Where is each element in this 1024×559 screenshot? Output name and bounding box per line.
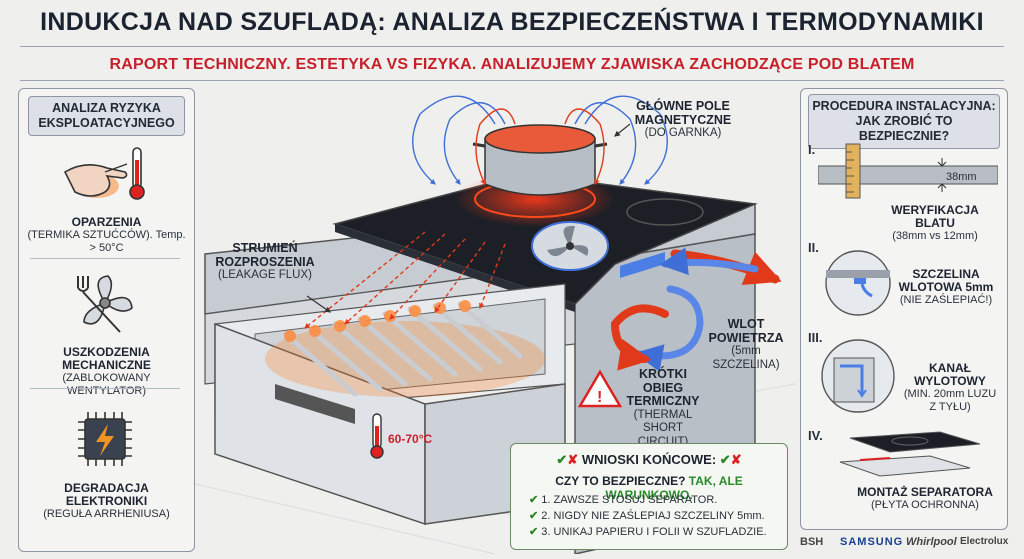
separator-plate-icon [839,431,981,477]
risk-panel [18,88,195,552]
leakage-desc: (LEAKAGE FLUX) [218,269,312,281]
check-icon: ✔ [719,452,731,467]
brand-logo: Whirlpool [906,536,957,548]
brand-logo: Electrolux [960,536,1009,547]
exhaust-channel-icon [821,339,895,413]
page-title: INDUKCJA NAD SZUFLADĄ: ANALIZA BEZPIECZE… [40,8,984,36]
step-verify-countertop: WERYFIKACJA BLATU (38mm vs 12mm) [870,204,1000,243]
risk-electronics-desc: (REGUŁA ARRHENIUSA) [43,508,170,520]
subtitle-divider [20,80,1004,81]
list-item: 2. NIGDY NIE ZAŚLEPIAJ SZCZELINY 5mm. [529,508,767,524]
step-number: IV. [808,428,823,443]
risk-mechanical-desc: (ZABLOKOWANY WENTYLATOR) [62,372,151,397]
step-separator: MONTAŻ SEPARATORA (PŁYTA OCHRONNA) [850,486,1000,512]
procedure-panel-title: PROCEDURA INSTALACYJNA: JAK ZROBIĆ TO BE… [808,94,1000,149]
step-title: KANAŁ WYLOTOWY [914,361,986,388]
svg-text:!: ! [597,389,602,406]
step-intake-slot: SZCZELINA WLOTOWA 5mm (NIE ZAŚLEPIAĆ!) [894,268,998,307]
risk-panel-title: ANALIZA RYZYKA EKSPLOATACYJNEGO [28,96,185,136]
procedure-panel [800,88,1008,530]
risk-divider [30,388,180,389]
short-cycle-title: KRÓTKI OBIEG TERMICZNY [626,367,700,408]
step-number: III. [808,330,823,345]
drawer-temperature: 60-70°C [388,432,433,446]
intake-callout: WLOT POWIETRZA (5mm SZCZELINA) [700,317,792,372]
risk-electronics: DEGRADACJA ELEKTRONIKI (REGUŁA ARRHENIUS… [24,482,189,521]
risk-mechanical-title: USZKODZENIA MECHANICZNE [62,345,151,372]
intake-slot-icon [825,250,891,316]
short-cycle-callout: KRÓTKI OBIEG TERMICZNY (THERMAL SHORT CI… [618,367,708,449]
check-icon: ✔ [556,452,568,467]
cross-icon: ✘ [567,452,579,467]
conclusions-header: ✔✘ WNIOSKI KOŃCOWE: ✔✘ [511,452,787,468]
chip-icon [78,412,132,466]
step-desc: (MIN. 20mm LUZU Z TYŁU) [903,388,997,413]
burn-hand-icon [63,147,145,200]
title-divider [20,46,1004,47]
conclusions-list: 1. ZAWSZE STOSUJ SEPARATOR. 2. NIGDY NIE… [529,492,767,540]
risk-burns-desc: (TERMIKA SZTUĆCÓW). Temp. > 50°C [27,229,186,254]
leakage-callout: STRUMIEŃ ROZPROSZENIA (LEAKAGE FLUX) [210,241,320,283]
main-field-callout: GŁÓWNE POLE MAGNETYCZNE (DO GARNKA) [628,99,738,141]
page-subtitle: RAPORT TECHNICZNY. ESTETYKA VS FIZYKA. A… [109,56,915,73]
step-title: WERYFIKACJA BLATU [891,203,979,230]
step-exhaust-channel: KANAŁ WYLOTOWY (MIN. 20mm LUZU Z TYŁU) [900,362,1000,414]
risk-divider [30,258,180,259]
step-number: I. [808,142,816,157]
conclusions-box: ✔✘ WNIOSKI KOŃCOWE: ✔✘ CZY TO BEZPIECZNE… [510,443,788,550]
step-number: II. [808,240,819,255]
step-title: MONTAŻ SEPARATORA [857,485,993,499]
step-title: SZCZELINA WLOTOWA 5mm [898,267,994,294]
step-desc: (NIE ZAŚLEPIAĆ!) [899,294,993,306]
brand-logo: BSH [800,536,824,548]
conclusions-question: CZY TO BEZPIECZNE? [555,474,686,488]
risk-burns: OPARZENIA (TERMIKA SZTUĆCÓW). Temp. > 50… [24,216,189,255]
intake-desc: (5mm SZCZELINA) [712,345,780,371]
step-desc: (38mm vs 12mm) [892,230,978,242]
list-item: 3. UNIKAJ PAPIERU I FOLII W SZUFLADZIE. [529,524,766,540]
fan-fork-icon [77,275,133,333]
risk-mechanical: USZKODZENIA MECHANICZNE (ZABLOKOWANY WEN… [24,346,189,398]
leakage-title: STRUMIEŃ ROZPROSZENIA [215,241,315,269]
countertop-measure-icon [818,143,998,199]
conclusions-title: WNIOSKI KOŃCOWE: [581,452,717,467]
intake-title: WLOT POWIETRZA [708,317,784,345]
risk-electronics-title: DEGRADACJA ELEKTRONIKI [64,481,149,508]
brand-logo: SAMSUNG [840,536,904,548]
step-desc: (PŁYTA OCHRONNA) [871,499,979,511]
short-cycle-desc: (THERMAL SHORT CIRCUIT) [633,408,693,448]
cross-icon: ✘ [730,452,742,467]
risk-burns-title: OPARZENIA [71,215,142,229]
main-field-title: GŁÓWNE POLE MAGNETYCZNE [634,99,732,127]
list-item: 1. ZAWSZE STOSUJ SEPARATOR. [529,492,767,508]
main-field-desc: (DO GARNKA) [644,127,722,139]
countertop-thickness: 38mm [946,171,977,183]
